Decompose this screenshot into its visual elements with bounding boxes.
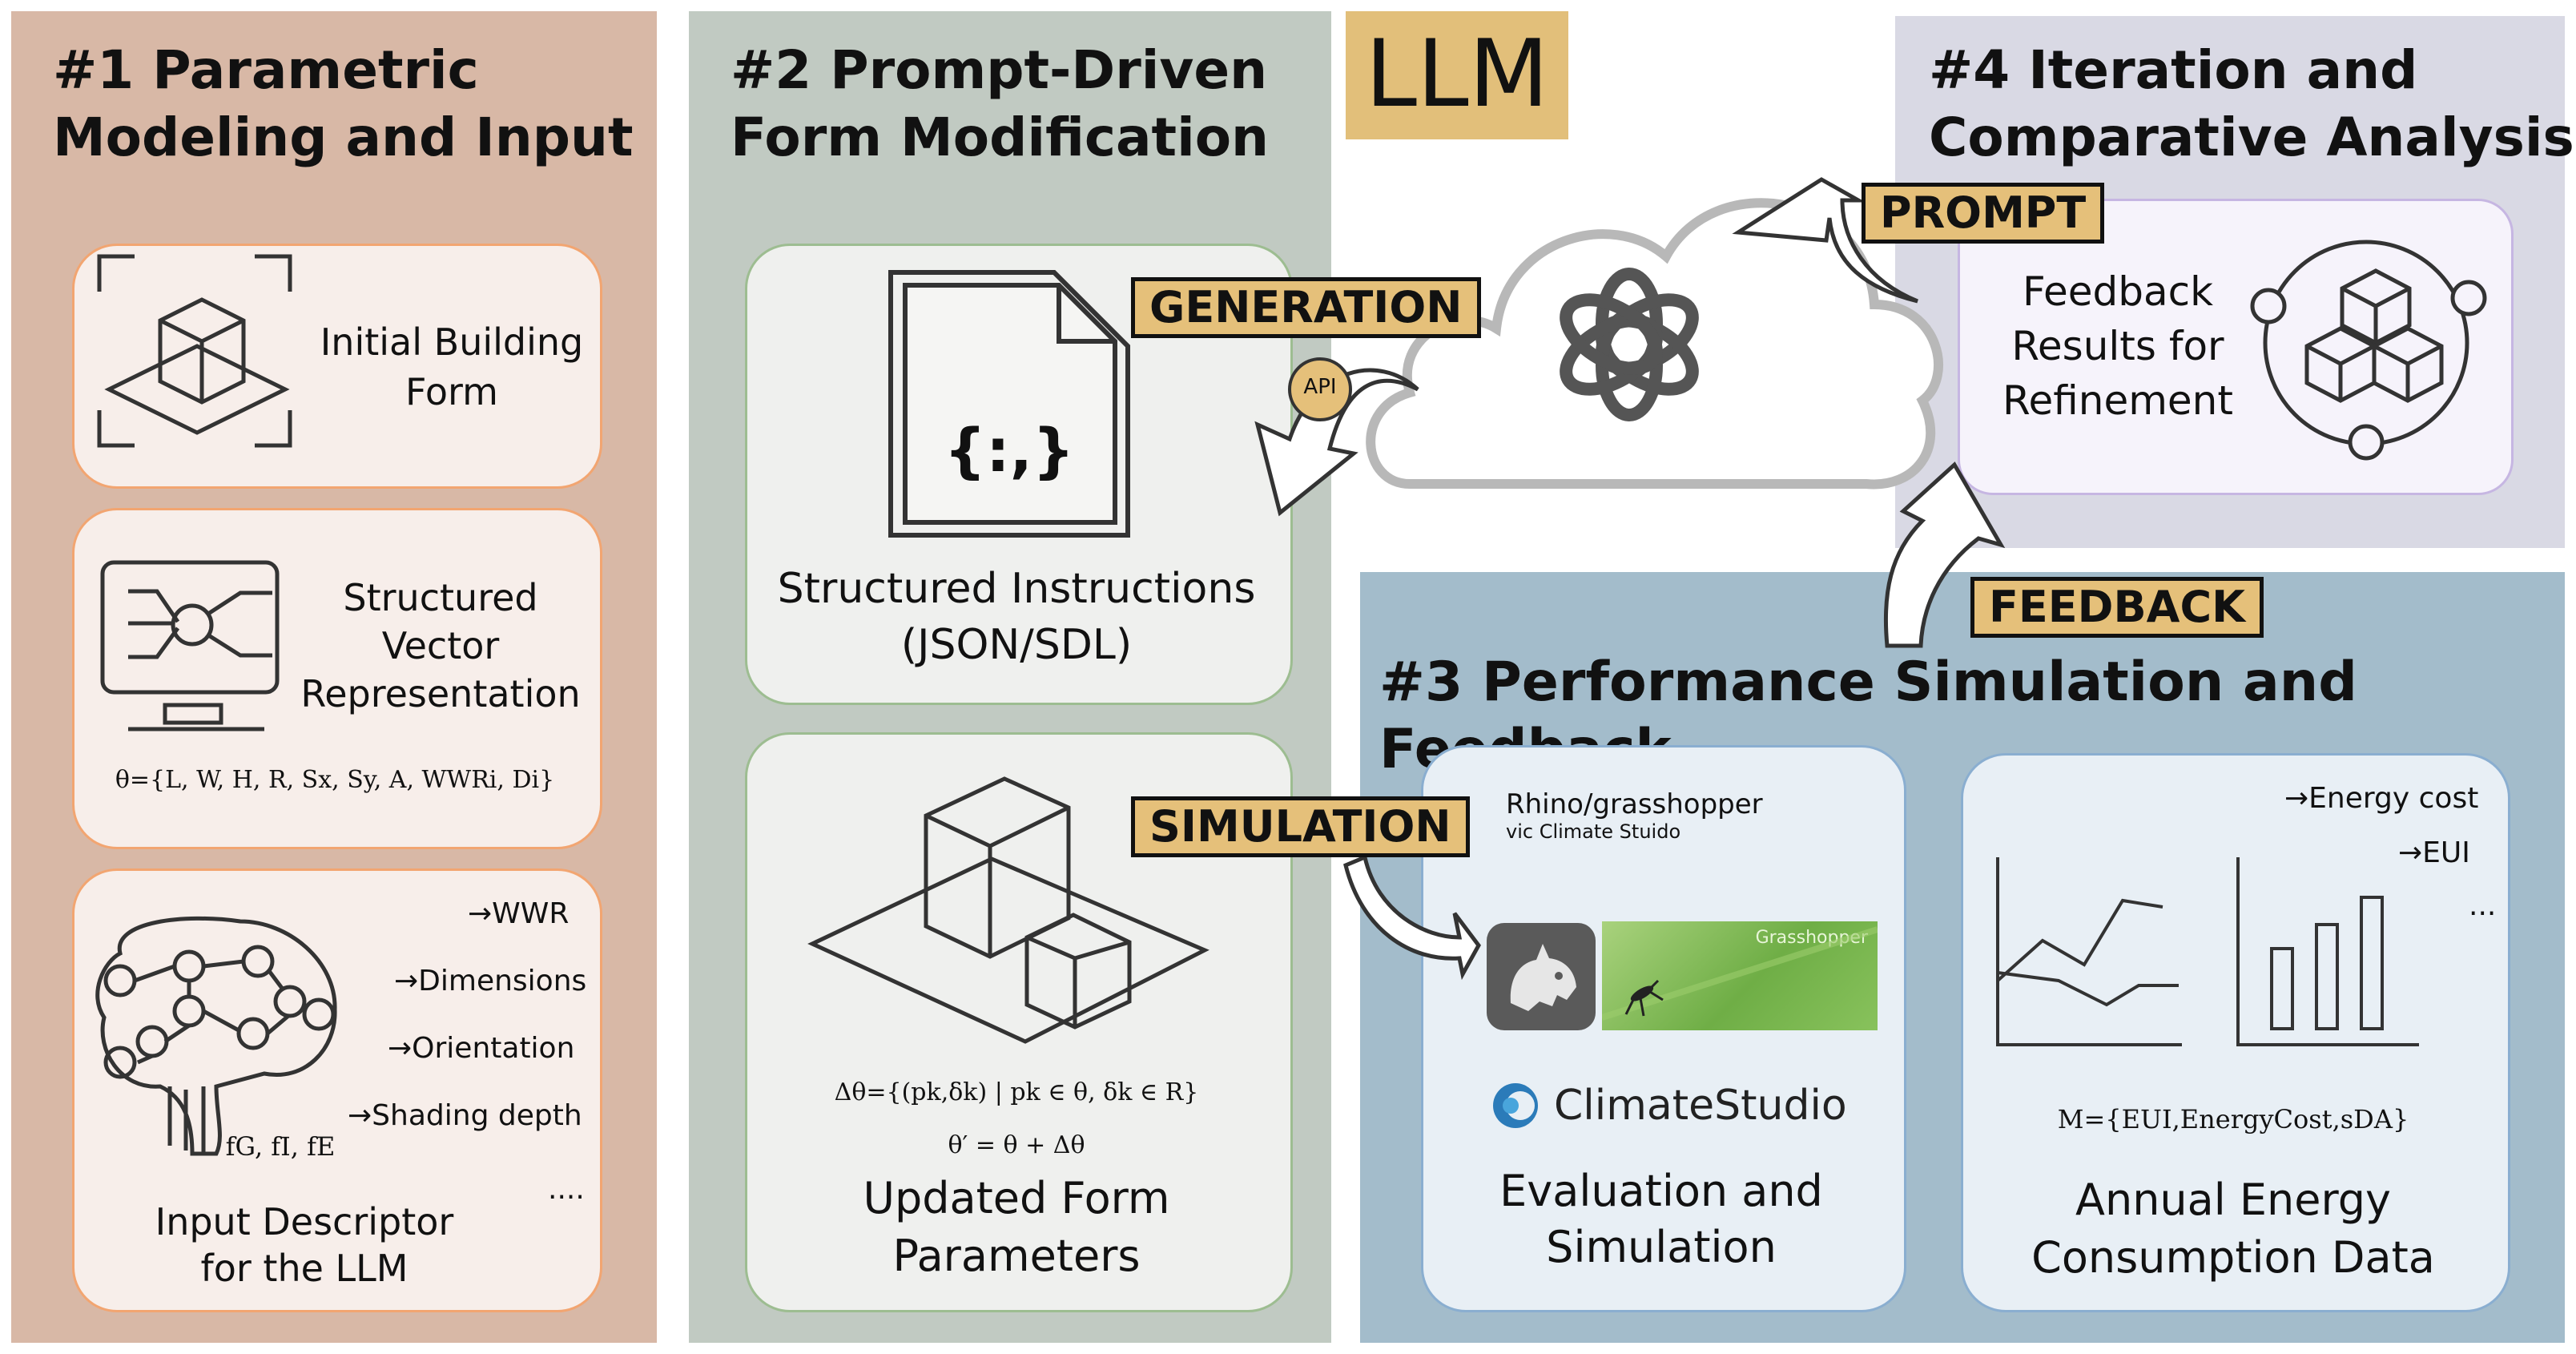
card-feedback-results — [1958, 199, 2514, 495]
cubes-cycle-icon — [2250, 240, 2487, 461]
climatestudio-label: ClimateStudio — [1554, 1082, 1847, 1130]
panel3-title: #3 Performance Simulation and Feedback — [1379, 651, 2357, 781]
structured-instructions-label: Structured Instructions (JSON/SDL) — [777, 565, 1256, 669]
simulation-arrow — [1343, 854, 1481, 981]
tool-line1: Rhino/grasshopper — [1506, 788, 1763, 820]
panel4-title: #4 Iteration and Comparative Analysis — [1929, 39, 2574, 168]
feedback-arrow — [1883, 461, 2006, 648]
panel1-title: #1 Parametric Modeling and Input — [53, 39, 634, 168]
card-input-descriptor — [72, 868, 602, 1312]
llm-label: LLM — [1365, 20, 1549, 128]
prompt-arrow — [1732, 177, 1918, 304]
api-arrow — [1254, 368, 1419, 517]
descriptor-item-shading-depth: →Shading depth — [348, 1099, 582, 1132]
metric-more: ... — [2469, 889, 2497, 922]
delta-formula: Δθ={(pk,δk) | pk ∈ θ, δk ∈ R} — [834, 1078, 1199, 1106]
evaluation-simulation-label: Evaluation and Simulation — [1499, 1166, 1823, 1272]
json-document-icon — [888, 270, 1130, 538]
grasshopper-insect-icon — [1602, 926, 1878, 1021]
climatestudio-icon — [1493, 1083, 1538, 1128]
annual-energy-label: Annual Energy Consumption Data — [2031, 1175, 2435, 1283]
brain-network-icon — [95, 916, 337, 1156]
functions-label: fG, fI, fE — [225, 1131, 336, 1162]
building-cube-icon — [97, 254, 292, 448]
metric-eui: →EUI — [2398, 836, 2470, 869]
api-badge — [1288, 357, 1352, 421]
updated-form-label: Updated Form Parameters — [863, 1173, 1170, 1281]
llm-label-box: LLM — [1346, 11, 1568, 139]
feedback-results-label: Feedback Results for Refinement — [2002, 268, 2233, 424]
grasshopper-logo: Grasshopper — [1602, 921, 1878, 1030]
theta-formula: θ={L, W, H, R, Sx, Sy, A, WWRi, Di} — [115, 766, 555, 794]
initial-building-form-label: Initial Building Form — [320, 320, 584, 413]
rhino-icon — [1510, 944, 1576, 1011]
descriptor-item-dimensions: →Dimensions — [394, 965, 587, 997]
input-descriptor-label: Input Descriptor for the LLM — [155, 1200, 454, 1290]
tool-line2: vic Climate Stuido — [1506, 820, 1681, 843]
openai-logo-icon — [1560, 268, 1699, 421]
line-chart-icon — [1996, 857, 2182, 1046]
prompt-tag: PROMPT — [1862, 183, 2105, 244]
descriptor-item-wwr: →WWR — [468, 897, 570, 930]
rhino-logo — [1487, 923, 1596, 1030]
card-structured-vector — [72, 508, 602, 849]
feedback-tag: FEEDBACK — [1970, 577, 2264, 638]
json-brace-glyph: {:,} — [944, 417, 1075, 486]
structured-vector-label: Structured Vector Representation — [300, 576, 581, 715]
metric-energy-cost: →Energy cost — [2284, 782, 2479, 815]
m-formula: M={EUI,EnergyCost,sDA} — [2057, 1104, 2409, 1134]
descriptor-item-more: .... — [548, 1173, 585, 1206]
card-annual-energy — [1961, 753, 2510, 1312]
descriptor-item-orientation: →Orientation — [388, 1032, 575, 1065]
monitor-diagram-icon — [100, 560, 280, 731]
update-formula: θ′ = θ + Δθ — [948, 1131, 1085, 1159]
simulation-tag: SIMULATION — [1131, 796, 1470, 857]
panel2-title: #2 Prompt-Driven Form Modification — [731, 39, 1270, 168]
generation-tag: GENERATION — [1131, 277, 1481, 338]
isometric-building-icon — [807, 776, 1210, 1044]
api-label: API — [1303, 375, 1337, 399]
bar-chart-icon — [2236, 857, 2419, 1046]
